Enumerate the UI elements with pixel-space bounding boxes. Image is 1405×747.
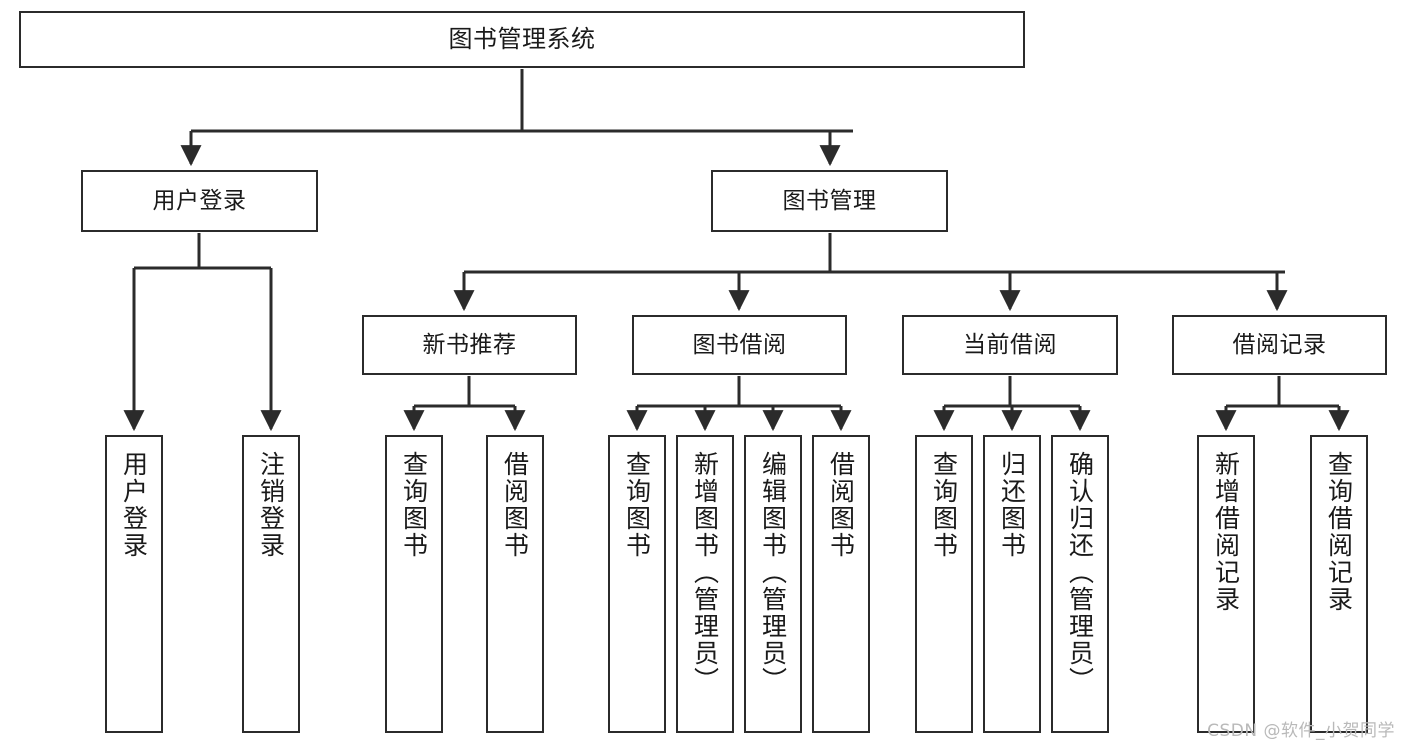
node-user-login-label: 用户登录: [152, 187, 247, 214]
node-leaf-rec-add[interactable]: 新增借阅记录: [1197, 435, 1255, 733]
node-leaf-cur-return-label: 归还图书: [997, 451, 1027, 559]
node-book-manage[interactable]: 图书管理: [711, 170, 948, 232]
node-leaf-user-logout-label: 注销登录: [256, 451, 286, 559]
node-root[interactable]: 图书管理系统: [19, 11, 1025, 68]
node-leaf-user-login[interactable]: 用户登录: [105, 435, 163, 733]
node-leaf-borrow-do-label: 借阅图书: [826, 451, 856, 559]
node-leaf-cur-confirm[interactable]: 确认归还（管理员）: [1051, 435, 1109, 733]
node-borrow-record-label: 借阅记录: [1232, 331, 1327, 358]
node-new-book-rec-label: 新书推荐: [422, 331, 517, 358]
node-current-borrow[interactable]: 当前借阅: [902, 315, 1118, 375]
node-leaf-borrow-do[interactable]: 借阅图书: [812, 435, 870, 733]
node-leaf-rec-borrow-label: 借阅图书: [500, 451, 530, 559]
node-leaf-cur-confirm-label: 确认归还（管理员）: [1065, 451, 1095, 694]
node-user-login[interactable]: 用户登录: [81, 170, 318, 232]
node-leaf-cur-return[interactable]: 归还图书: [983, 435, 1041, 733]
node-leaf-cur-query[interactable]: 查询图书: [915, 435, 973, 733]
node-root-label: 图书管理系统: [448, 24, 596, 53]
node-leaf-rec-query[interactable]: 查询图书: [385, 435, 443, 733]
node-leaf-borrow-add[interactable]: 新增图书（管理员）: [676, 435, 734, 733]
node-leaf-user-login-label: 用户登录: [119, 451, 149, 559]
node-leaf-rec-add-label: 新增借阅记录: [1211, 451, 1241, 613]
node-book-borrow[interactable]: 图书借阅: [632, 315, 847, 375]
node-leaf-rec-search-label: 查询借阅记录: [1324, 451, 1354, 613]
node-leaf-borrow-edit[interactable]: 编辑图书（管理员）: [744, 435, 802, 733]
node-current-borrow-label: 当前借阅: [963, 331, 1057, 358]
node-leaf-borrow-add-label: 新增图书（管理员）: [690, 451, 720, 694]
node-leaf-borrow-query-label: 查询图书: [622, 451, 652, 559]
csdn-watermark: CSDN @软件_小贺同学: [1207, 721, 1395, 741]
node-leaf-cur-query-label: 查询图书: [929, 451, 959, 559]
node-borrow-record[interactable]: 借阅记录: [1172, 315, 1387, 375]
node-book-borrow-label: 图书借阅: [692, 331, 787, 358]
node-leaf-borrow-edit-label: 编辑图书（管理员）: [758, 451, 788, 694]
node-leaf-user-logout[interactable]: 注销登录: [242, 435, 300, 733]
node-new-book-rec[interactable]: 新书推荐: [362, 315, 577, 375]
node-leaf-rec-search[interactable]: 查询借阅记录: [1310, 435, 1368, 733]
node-leaf-rec-borrow[interactable]: 借阅图书: [486, 435, 544, 733]
node-book-manage-label: 图书管理: [782, 187, 877, 214]
node-leaf-borrow-query[interactable]: 查询图书: [608, 435, 666, 733]
node-leaf-rec-query-label: 查询图书: [399, 451, 429, 559]
